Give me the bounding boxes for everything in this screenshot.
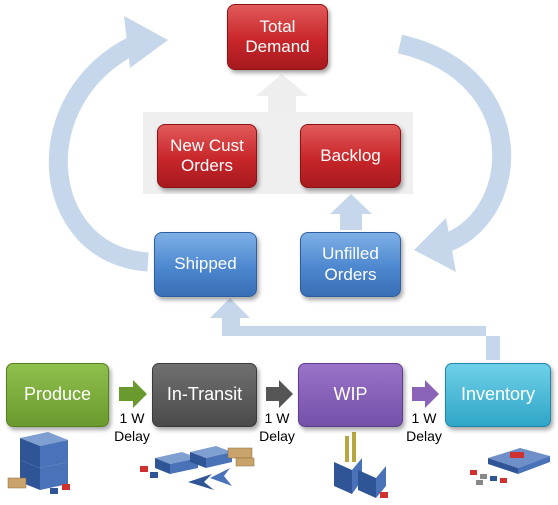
produce-label: Produce <box>23 384 92 405</box>
backlog-label: Backlog <box>320 145 381 165</box>
arrow-wip-to-inventory <box>412 380 439 408</box>
cycle-arrow-right <box>397 34 512 255</box>
delay-3-amount: 1 W <box>411 410 437 426</box>
inventory-to-shipped-arrow <box>210 298 500 360</box>
delay-1-word: Delay <box>114 427 150 444</box>
factory-icon <box>334 432 388 498</box>
wip-box: WIP <box>298 363 403 427</box>
up-arrow-total-demand <box>256 74 308 112</box>
delay-label-1: 1 W Delay <box>107 410 157 445</box>
arrow-produce-to-transit <box>119 380 147 408</box>
backlog-box: Backlog <box>300 124 401 188</box>
delay-label-3: 1 W Delay <box>399 410 449 445</box>
delay-2-amount: 1 W <box>264 410 290 426</box>
trucks-planes-icon <box>140 446 255 490</box>
total-demand-box: Total Demand <box>227 4 328 70</box>
unfilled-orders-box: Unfilled Orders <box>300 232 401 297</box>
factory-boxes-icon <box>7 432 70 494</box>
delay-label-2: 1 W Delay <box>252 410 302 445</box>
unfilled-orders-label: Unfilled Orders <box>322 244 379 284</box>
wip-label: WIP <box>333 384 368 405</box>
inventory-tray-icon <box>470 448 550 485</box>
cycle-arrow-right-head <box>414 218 456 272</box>
cycle-arrow-left <box>48 33 149 272</box>
shipped-box: Shipped <box>154 232 257 297</box>
total-demand-label: Total Demand <box>245 16 310 56</box>
delay-1-amount: 1 W <box>119 410 145 426</box>
cycle-arrow-left-head <box>124 16 168 68</box>
inventory-label: Inventory <box>460 384 536 405</box>
in-transit-label: In-Transit <box>166 384 243 405</box>
produce-box: Produce <box>6 363 109 427</box>
inventory-box: Inventory <box>445 363 551 427</box>
in-transit-box: In-Transit <box>152 363 257 427</box>
arrow-transit-to-wip <box>266 380 293 408</box>
up-arrow-backlog <box>330 194 372 230</box>
new-cust-orders-label: New Cust Orders <box>170 135 244 175</box>
shipped-label: Shipped <box>174 254 237 274</box>
delay-3-word: Delay <box>406 427 442 444</box>
new-cust-orders-box: New Cust Orders <box>157 124 257 188</box>
delay-2-word: Delay <box>259 427 295 444</box>
